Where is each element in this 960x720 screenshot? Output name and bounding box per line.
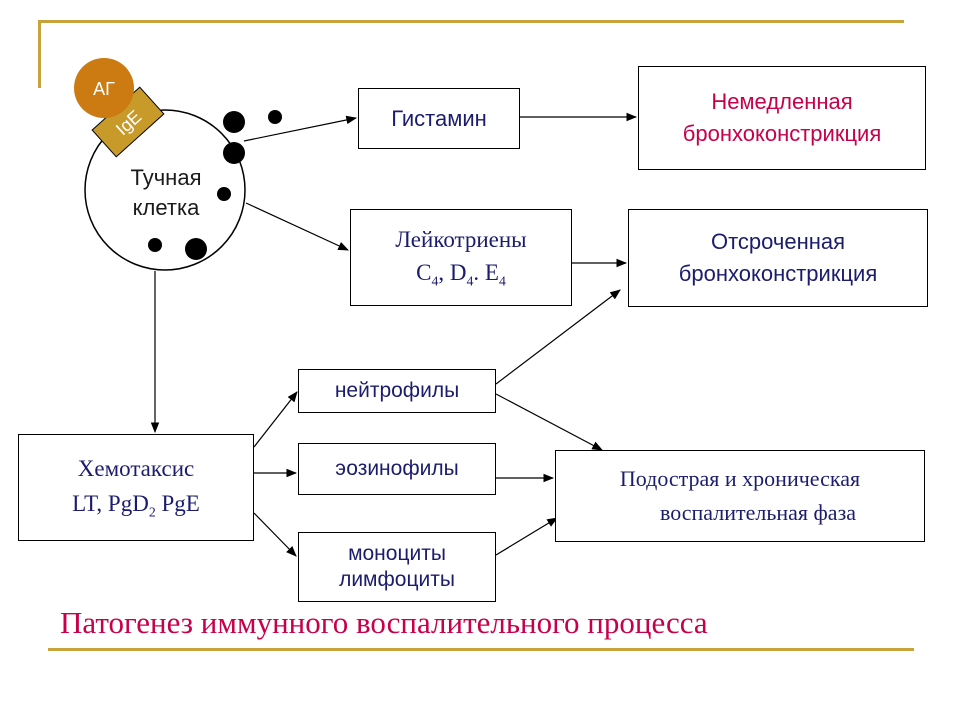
granule bbox=[268, 110, 282, 124]
arrow-chemotaxis-to-monocytes bbox=[253, 512, 297, 557]
leukotrienes-box: Лейкотриены C4, D4. E4 bbox=[350, 209, 572, 306]
subacute-chronic-phase-box: Подострая и хроническая воспалительная ф… bbox=[555, 450, 925, 542]
bottom-frame-line bbox=[48, 648, 914, 651]
arrow-cell-to-leukotrienes bbox=[245, 202, 349, 251]
eosinophils-box: эозинофилы bbox=[298, 443, 496, 495]
arrow-chemotaxis-to-neutrophils bbox=[253, 391, 298, 448]
granule bbox=[148, 238, 162, 252]
granule bbox=[185, 238, 207, 260]
arrow-monocytes-to-subacute bbox=[495, 517, 558, 556]
mast-cell-label-line1: Тучная bbox=[130, 165, 202, 190]
leukotrienes-line1: Лейкотриены bbox=[395, 227, 527, 253]
chemotaxis-line1: Хемотаксис bbox=[77, 456, 195, 482]
antigen-label: АГ bbox=[93, 79, 115, 99]
page-title: Патогенез иммунного воспалительного проц… bbox=[60, 605, 708, 640]
mast-cell-circle bbox=[84, 109, 246, 271]
subacute-line1: Подострая и хроническая bbox=[619, 465, 861, 491]
delayed-line2: бронхоконстрикция bbox=[678, 261, 878, 286]
top-frame-line bbox=[38, 20, 904, 23]
granule bbox=[223, 142, 245, 164]
leukotrienes-formula: C4, D4. E4 bbox=[416, 260, 506, 289]
histamine-box: Гистамин bbox=[358, 88, 520, 149]
granule bbox=[223, 111, 245, 133]
arrow-neutrophils-to-subacute bbox=[495, 393, 603, 451]
delayed-bronchoconstriction-box: Отсроченная бронхоконстрикция bbox=[628, 209, 928, 307]
eosinophils-label: эозинофилы bbox=[335, 456, 459, 480]
chemotaxis-mediators: LT, PgD2 PgE bbox=[72, 490, 200, 520]
monocytes-label: моноциты bbox=[348, 541, 446, 565]
histamine-label: Гистамин bbox=[391, 105, 487, 131]
immediate-line1: Немедленная bbox=[711, 89, 853, 115]
granule bbox=[217, 187, 231, 201]
monocytes-lymphocytes-box: моноциты лимфоциты bbox=[298, 532, 496, 602]
delayed-line1: Отсроченная bbox=[710, 229, 846, 255]
subacute-line2: воспалительная фаза bbox=[659, 500, 857, 525]
immediate-bronchoconstriction-box: Немедленная бронхоконстрикция bbox=[638, 66, 926, 170]
neutrophils-box: нейтрофилы bbox=[298, 369, 496, 413]
chemotaxis-box: Хемотаксис LT, PgD2 PgE bbox=[18, 434, 254, 541]
arrow-neutrophils-to-delayed bbox=[495, 289, 621, 385]
mast-cell-label-line2: клетка bbox=[132, 194, 200, 220]
left-frame-line bbox=[38, 20, 41, 88]
mast-cell-label: Тучная клетка bbox=[108, 163, 224, 222]
arrow-cell-to-histamine bbox=[243, 115, 358, 142]
immediate-line2: бронхоконстрикция bbox=[682, 121, 882, 146]
antigen-circle bbox=[74, 58, 134, 118]
neutrophils-label: нейтрофилы bbox=[334, 378, 460, 402]
lymphocytes-label: лимфоциты bbox=[339, 568, 455, 591]
